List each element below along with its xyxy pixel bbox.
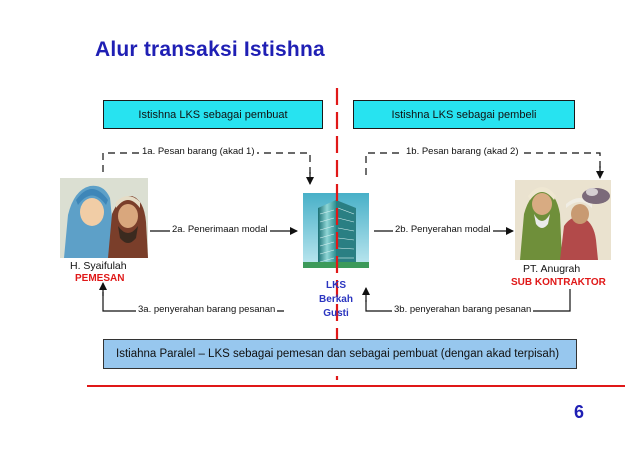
label-2a: 2a. Penerimaan modal (170, 224, 270, 235)
pemesan-role: PEMESAN (75, 273, 125, 284)
page-title: Alur transaksi Istishna (95, 38, 325, 61)
label-3a: 3a. penyerahan barang pesanan (136, 304, 278, 315)
label-1b: 1b. Pesan barang (akad 2) (404, 146, 521, 157)
label-1a: 1a. Pesan barang (akad 1) (140, 146, 257, 157)
label-2b: 2b. Penyerahan modal (393, 224, 493, 235)
subkontraktor-name: PT. Anugrah (523, 263, 581, 275)
header-box-lks-pembeli: Istishna LKS sebagai pembeli (353, 100, 575, 129)
subkontraktor-role: SUB KONTRAKTOR (511, 277, 606, 288)
lks-label-line3: Gusti (323, 308, 349, 319)
subkontraktor-illustration (515, 180, 611, 260)
lks-label-line1: LKS (326, 280, 346, 291)
label-3b: 3b. penyerahan barang pesanan (392, 304, 534, 315)
pemesan-name: H. Syaifulah (70, 260, 127, 272)
bank-building-illustration (303, 193, 369, 268)
header-box-lks-pembuat-text: Istishna LKS sebagai pembuat (138, 108, 288, 121)
header-box-lks-pembuat: Istishna LKS sebagai pembuat (103, 100, 323, 129)
header-box-lks-pembeli-text: Istishna LKS sebagai pembeli (391, 108, 537, 121)
arrow-1a (102, 152, 311, 180)
page-number: 6 (574, 402, 585, 422)
lks-label: LKS Berkah Gusti (310, 279, 362, 321)
pemesan-illustration (60, 178, 148, 258)
istishna-paralel-text: Istiahna Paralel – LKS sebagai pemesan d… (116, 348, 560, 360)
istishna-paralel-box: Istiahna Paralel – LKS sebagai pemesan d… (103, 339, 577, 369)
lks-label-line2: Berkah (319, 294, 353, 305)
